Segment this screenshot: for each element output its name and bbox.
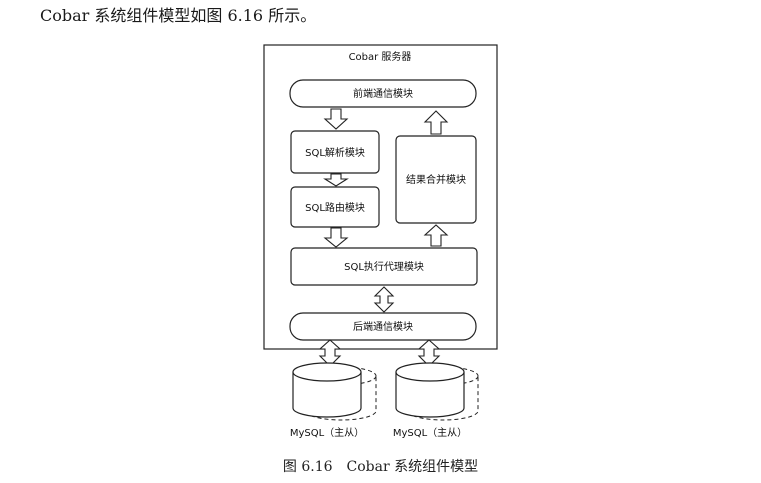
arrow-up-icon — [423, 224, 449, 247]
front-comm-module — [289, 79, 477, 108]
front-comm-label: 前端通信模块 — [353, 87, 413, 100]
arrow-down-icon — [323, 108, 349, 130]
figure-caption: 图 6.16 Cobar 系统组件模型 — [282, 459, 479, 475]
back-comm-label: 后端通信模块 — [353, 320, 413, 333]
sql-route-label: SQL路由模块 — [305, 201, 365, 214]
sql-exec-proxy-label: SQL执行代理模块 — [344, 260, 424, 273]
mysql-left-database-icon — [292, 362, 377, 421]
arrow-down-icon — [323, 173, 349, 187]
mysql-left-label: MySQL（主从） — [290, 427, 364, 439]
double-arrow-icon — [373, 286, 395, 313]
sql-route-module — [290, 186, 380, 228]
sql-parse-label: SQL解析模块 — [305, 146, 365, 159]
back-comm-module — [289, 312, 477, 341]
mysql-right-label: MySQL（主从） — [393, 427, 467, 439]
sql-exec-proxy-module — [290, 247, 478, 286]
arrow-up-icon — [423, 110, 449, 135]
result-merge-module — [395, 135, 477, 224]
sql-parse-module — [290, 130, 380, 174]
result-merge-label: 结果合并模块 — [406, 173, 466, 186]
server-label: Cobar 服务器 — [349, 50, 412, 63]
intro-text: Cobar 系统组件模型如图 6.16 所示。 — [40, 6, 317, 25]
arrow-down-icon — [323, 227, 349, 248]
mysql-right-database-icon — [395, 362, 479, 421]
